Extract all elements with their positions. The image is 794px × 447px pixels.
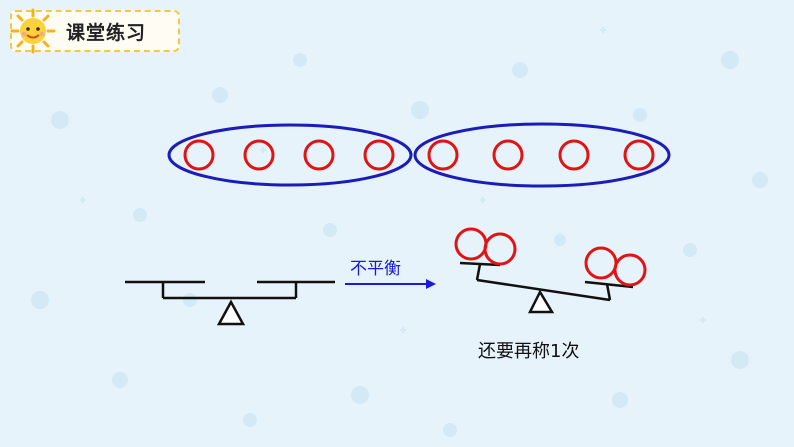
page-title: 课堂练习 bbox=[66, 22, 147, 44]
ball bbox=[613, 253, 647, 287]
ball bbox=[584, 246, 618, 280]
ball bbox=[558, 139, 590, 171]
ball bbox=[243, 139, 275, 171]
ball bbox=[183, 139, 215, 171]
ball-group-1 bbox=[167, 123, 413, 187]
ball bbox=[492, 139, 524, 171]
tilted-balance-icon bbox=[454, 227, 647, 314]
seesaw-balance-icon bbox=[125, 280, 335, 326]
ball bbox=[427, 139, 459, 171]
ball bbox=[303, 139, 335, 171]
ball bbox=[454, 227, 488, 261]
ball bbox=[363, 139, 395, 171]
ball-group-2 bbox=[413, 122, 671, 188]
group-ellipse-1 bbox=[167, 123, 413, 187]
right-arrow-icon bbox=[345, 279, 436, 289]
sun-icon bbox=[10, 8, 56, 54]
result-text: 还要再称1次 bbox=[478, 341, 580, 362]
ball bbox=[623, 139, 655, 171]
ball bbox=[483, 232, 517, 266]
arrow-label: 不平衡 bbox=[350, 259, 401, 279]
group-ellipse-2 bbox=[413, 122, 671, 188]
